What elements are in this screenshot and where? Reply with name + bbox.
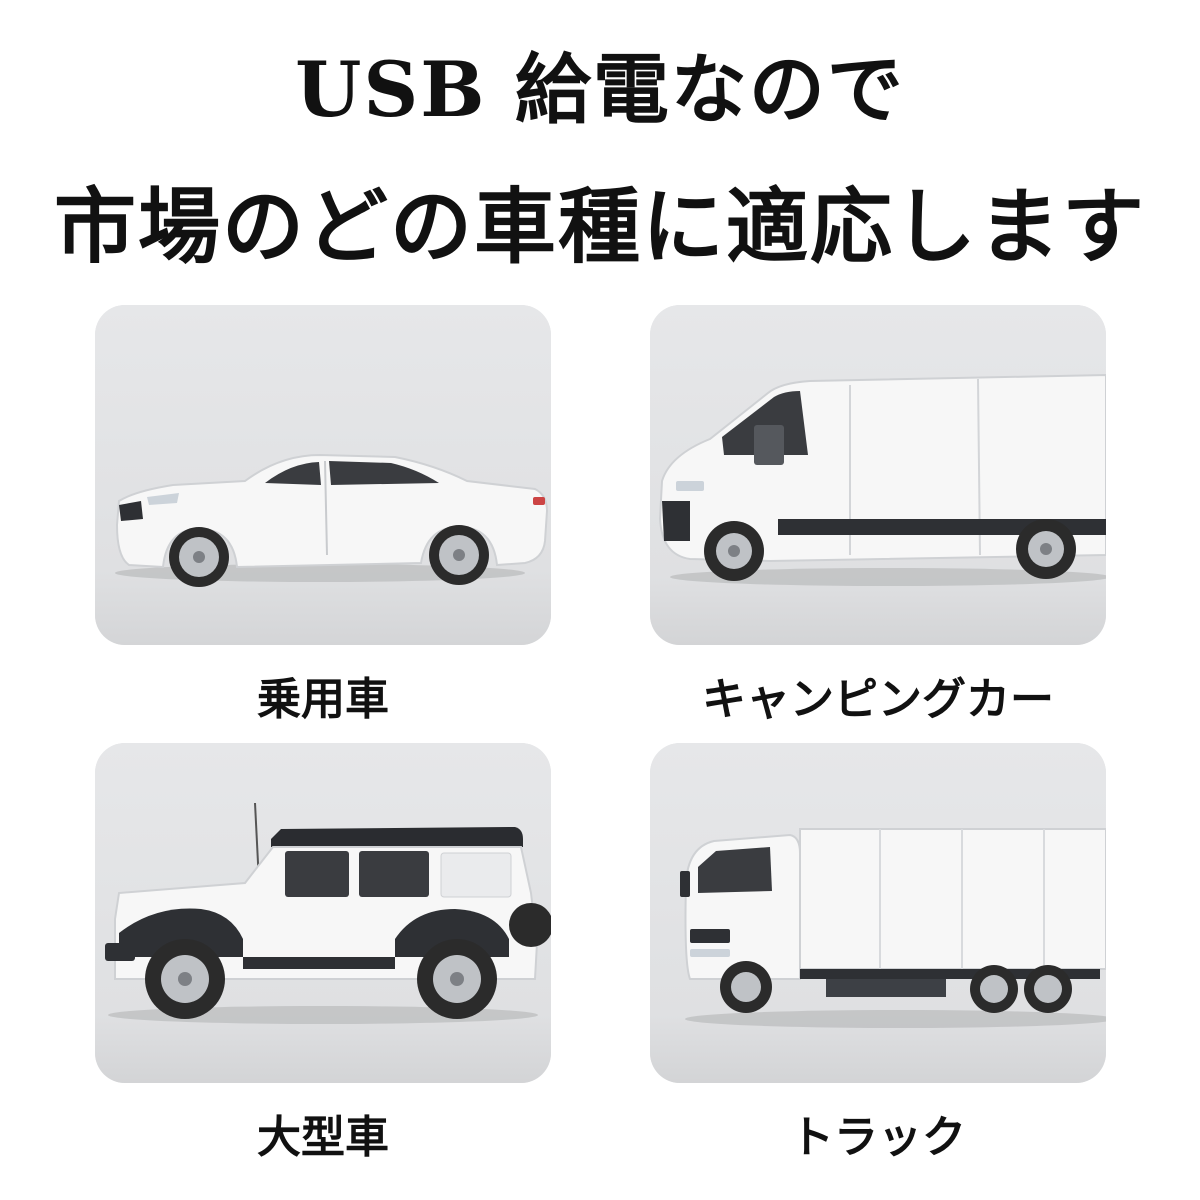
headline-line-1: USB 給電なので (295, 45, 905, 134)
vehicle-card-camper (650, 305, 1106, 645)
vehicle-label-truck: トラック (790, 1112, 966, 1163)
vehicle-label-sedan: 乗用車 (257, 674, 389, 725)
sedan-car-icon (95, 305, 551, 645)
vehicle-label-suv: 大型車 (257, 1112, 389, 1163)
camper-van-icon (650, 305, 1106, 645)
headline-line-2: 市場のどの車種に適応します (53, 179, 1146, 275)
box-truck-icon (650, 743, 1106, 1083)
vehicle-card-truck (650, 743, 1106, 1083)
vehicle-label-camper: キャンピングカー (702, 674, 1054, 725)
vehicle-card-sedan (95, 305, 551, 645)
vehicle-card-suv (95, 743, 551, 1083)
suv-jeep-icon (95, 743, 551, 1083)
